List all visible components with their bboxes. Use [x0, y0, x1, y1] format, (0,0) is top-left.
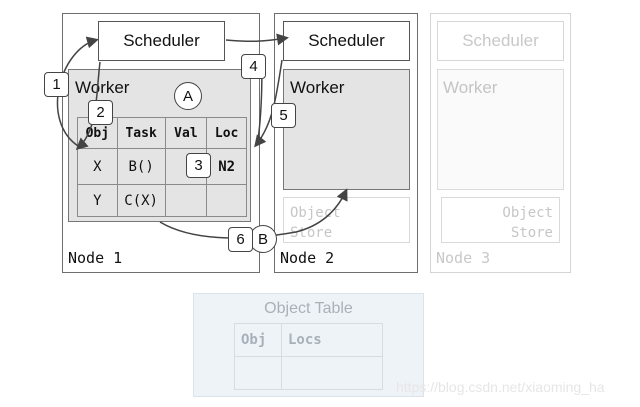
node-3-scheduler: Scheduler [437, 21, 564, 61]
object-table-title: Object Table [264, 300, 353, 317]
node-1-worker-label: Worker [75, 78, 130, 97]
node-1-scheduler-label: Scheduler [123, 31, 200, 50]
task-table-cell: C(X) [116, 184, 166, 217]
node-3-object-store: Object Store [441, 197, 560, 243]
circle-a: A [174, 82, 202, 110]
node-2-scheduler: Scheduler [283, 21, 410, 61]
step-4-badge: 4 [241, 54, 266, 79]
node-3-store-line1: Object [502, 205, 553, 221]
object-table-cell [234, 356, 282, 390]
task-table-cell: Y [77, 184, 118, 217]
step-2-badge: 2 [88, 100, 113, 125]
watermark: https://blog.csdn.net/xiaoming_ha [396, 379, 605, 395]
node-2-label: Node 2 [280, 249, 335, 267]
step-6-badge: 6 [228, 227, 253, 252]
node-3-scheduler-label: Scheduler [462, 31, 539, 50]
table-row [234, 356, 383, 390]
node-3-label: Node 3 [436, 249, 491, 267]
node-3-store-line2: Store [510, 225, 553, 241]
node-3-worker [437, 69, 564, 190]
task-table-header-loc: Loc [206, 117, 247, 149]
step-5-badge: 5 [271, 103, 296, 128]
node-2-worker-label: Worker [290, 78, 345, 97]
node-1-scheduler: Scheduler [98, 21, 225, 61]
task-table-cell [164, 184, 208, 217]
arrow-4-scheduler-to-scheduler [225, 33, 289, 46]
circle-b: B [249, 225, 277, 253]
node-1-label: Node 1 [68, 249, 123, 267]
node-3-worker-label: Worker [443, 78, 498, 97]
task-table-header-row: Obj Task Val Loc [77, 117, 247, 149]
task-table-cell: B() [116, 148, 166, 185]
task-table: Obj Task Val Loc X B() N2 Y C(X) [77, 117, 247, 217]
arrow-6-transfer-object [159, 188, 348, 239]
node-2-store-line2: Store [290, 225, 333, 241]
step-3-badge: 3 [186, 153, 211, 178]
task-table-header-task: Task [116, 117, 166, 149]
node-2-store-line1: Object [290, 205, 341, 221]
table-row: Y C(X) [77, 184, 247, 217]
object-table-cell [281, 356, 383, 390]
node-2-scheduler-label: Scheduler [308, 31, 385, 50]
step-1-badge: 1 [44, 72, 69, 97]
task-table-cell [206, 184, 247, 217]
object-table: Obj Locs [234, 323, 383, 390]
object-table-header-locs: Locs [281, 323, 383, 357]
